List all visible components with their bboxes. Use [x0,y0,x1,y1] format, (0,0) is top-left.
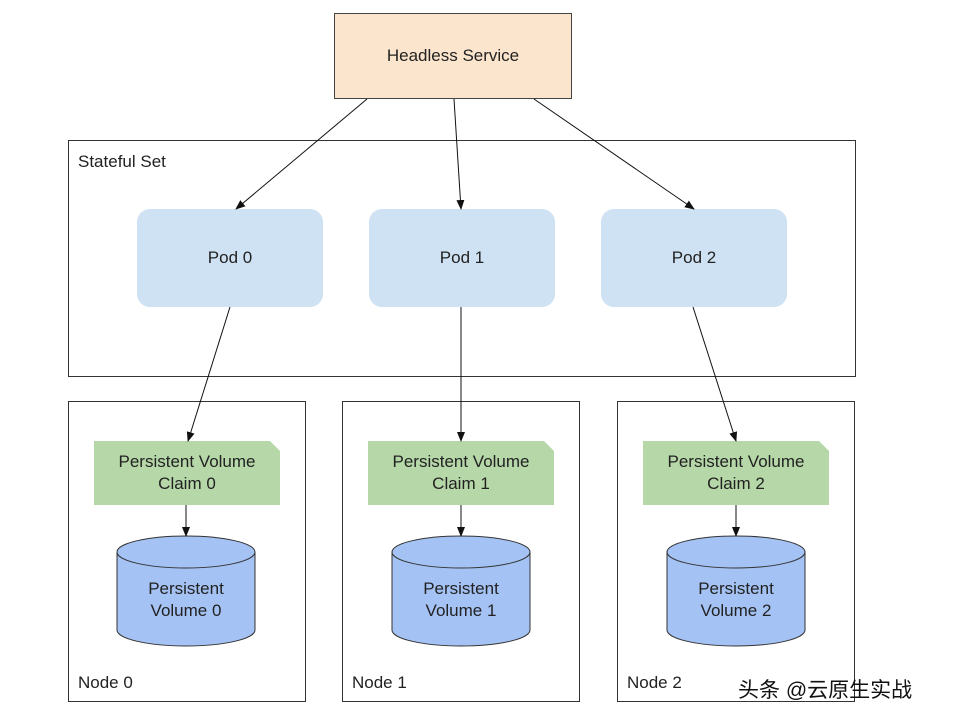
pod-0-label: Pod 0 [207,248,253,267]
pod-2-label: Pod 2 [671,248,717,267]
pvc-0-line-1: Persistent Volume [118,452,256,471]
node-2-label: Node 2 [627,673,682,692]
pv-2-line-2: Volume 2 [700,601,772,620]
pv-1-line-2: Volume 1 [425,601,497,620]
pod-0-box: Pod 0 [137,209,323,307]
pv-2-label: Persistent Volume 2 [666,578,806,622]
pod-1-box: Pod 1 [369,209,555,307]
pv-2-line-1: Persistent [698,579,774,598]
node-1-label: Node 1 [352,673,407,692]
headless-service-box: Headless Service [334,13,572,99]
pv-0-line-1: Persistent [148,579,224,598]
pv-0-label: Persistent Volume 0 [116,578,256,622]
stateful-set-label: Stateful Set [78,152,166,171]
pod-1-label: Pod 1 [439,248,485,267]
pv-0-line-2: Volume 0 [150,601,222,620]
watermark: 头条 @云原生实战 [738,679,913,702]
pvc-2-box: Persistent Volume Claim 2 [643,441,829,505]
pvc-0-box: Persistent Volume Claim 0 [94,441,280,505]
pvc-2-line-2: Claim 2 [707,474,765,493]
pvc-1-line-2: Claim 1 [432,474,490,493]
pv-1-label: Persistent Volume 1 [391,578,531,622]
headless-service-label: Headless Service [386,46,520,65]
node-0-label: Node 0 [78,673,133,692]
pvc-0-line-2: Claim 0 [158,474,216,493]
pvc-1-line-1: Persistent Volume [392,452,530,471]
pvc-1-box: Persistent Volume Claim 1 [368,441,554,505]
pod-2-box: Pod 2 [601,209,787,307]
pv-1-line-1: Persistent [423,579,499,598]
pvc-2-line-1: Persistent Volume [667,452,805,471]
